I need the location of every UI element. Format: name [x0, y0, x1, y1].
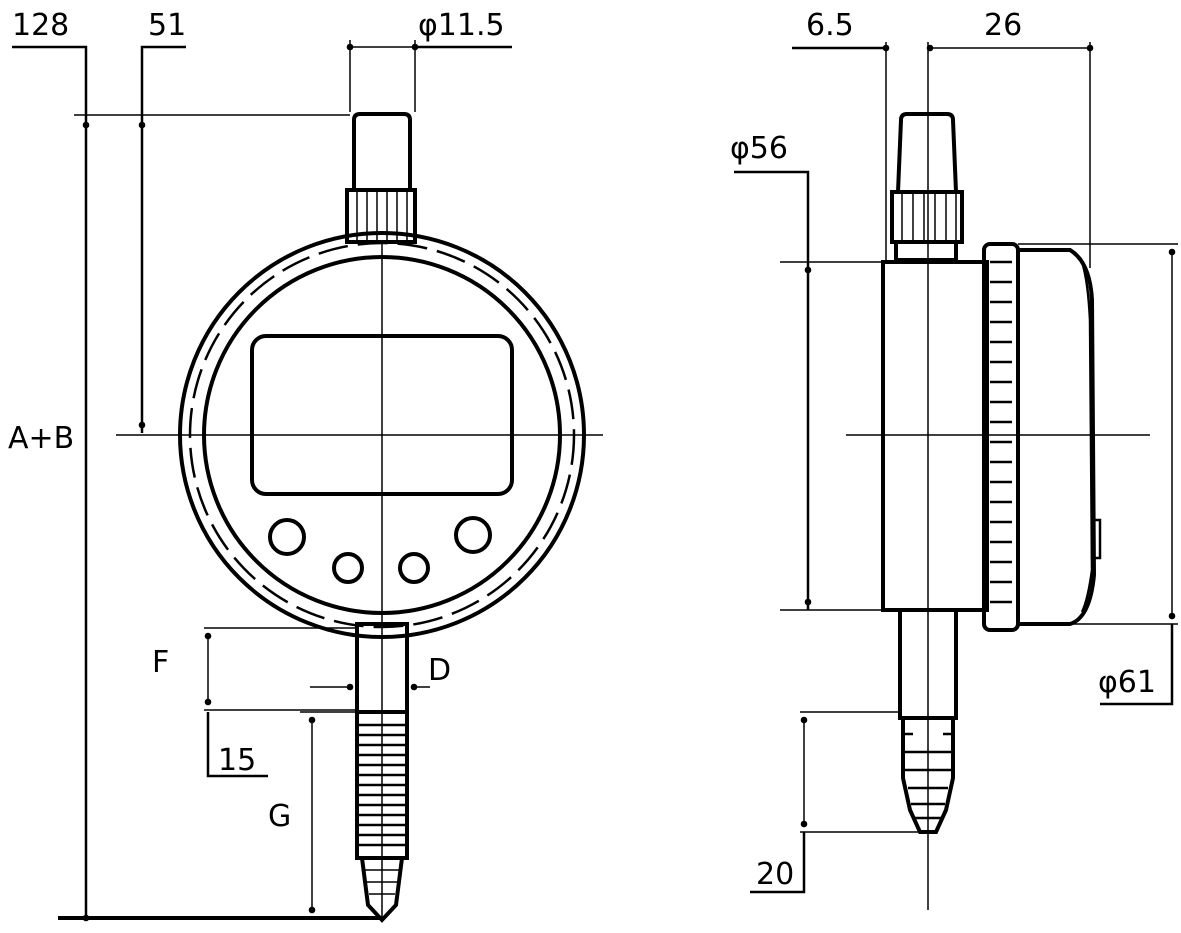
dimension-f: F: [152, 627, 357, 711]
dimension-phi-56: φ56: [730, 131, 883, 611]
dimension-26-label: 26: [984, 8, 1022, 43]
dimension-g: G: [268, 711, 357, 914]
dimension-phi-56-label: φ56: [730, 131, 788, 166]
side-body: [881, 242, 1102, 632]
dimension-51-label: 51: [148, 8, 186, 43]
button-left-outer[interactable]: [268, 518, 306, 556]
dimension-128-label: 128: [12, 8, 69, 43]
button-right-inner[interactable]: [398, 552, 430, 584]
dimension-20: 20: [750, 711, 928, 894]
dimension-phi-61-label: φ61: [1098, 665, 1156, 700]
dimension-f-label: F: [152, 645, 169, 680]
dimension-128: 128: [12, 8, 88, 918]
button-left-inner[interactable]: [332, 552, 364, 584]
front-view: 128 51 φ11.5 A+B: [8, 8, 603, 923]
dimension-d-label: D: [428, 653, 451, 688]
dimension-phi-11-5-label: φ11.5: [418, 8, 505, 43]
dimension-6-5-label: 6.5: [806, 8, 854, 43]
side-stem-cap: [890, 112, 964, 262]
dimension-a-plus-b-label: A+B: [8, 421, 74, 456]
stem-cap: [345, 112, 417, 244]
dimension-d: D: [310, 653, 451, 691]
side-view: 6.5 26: [730, 8, 1178, 910]
dimension-15: 15: [206, 712, 268, 778]
dimension-phi-61: φ61: [1018, 243, 1178, 706]
dimension-6-5: 6.5: [792, 8, 890, 52]
dimension-phi-11-5: φ11.5: [346, 8, 512, 112]
dimension-15-label: 15: [218, 743, 256, 778]
dimension-20-label: 20: [756, 857, 794, 892]
dimension-51: 51: [138, 8, 186, 433]
dimension-g-label: G: [268, 799, 291, 834]
stem-lower: [355, 622, 409, 923]
button-right-outer[interactable]: [454, 516, 492, 554]
dimension-26: 26: [885, 8, 1094, 268]
